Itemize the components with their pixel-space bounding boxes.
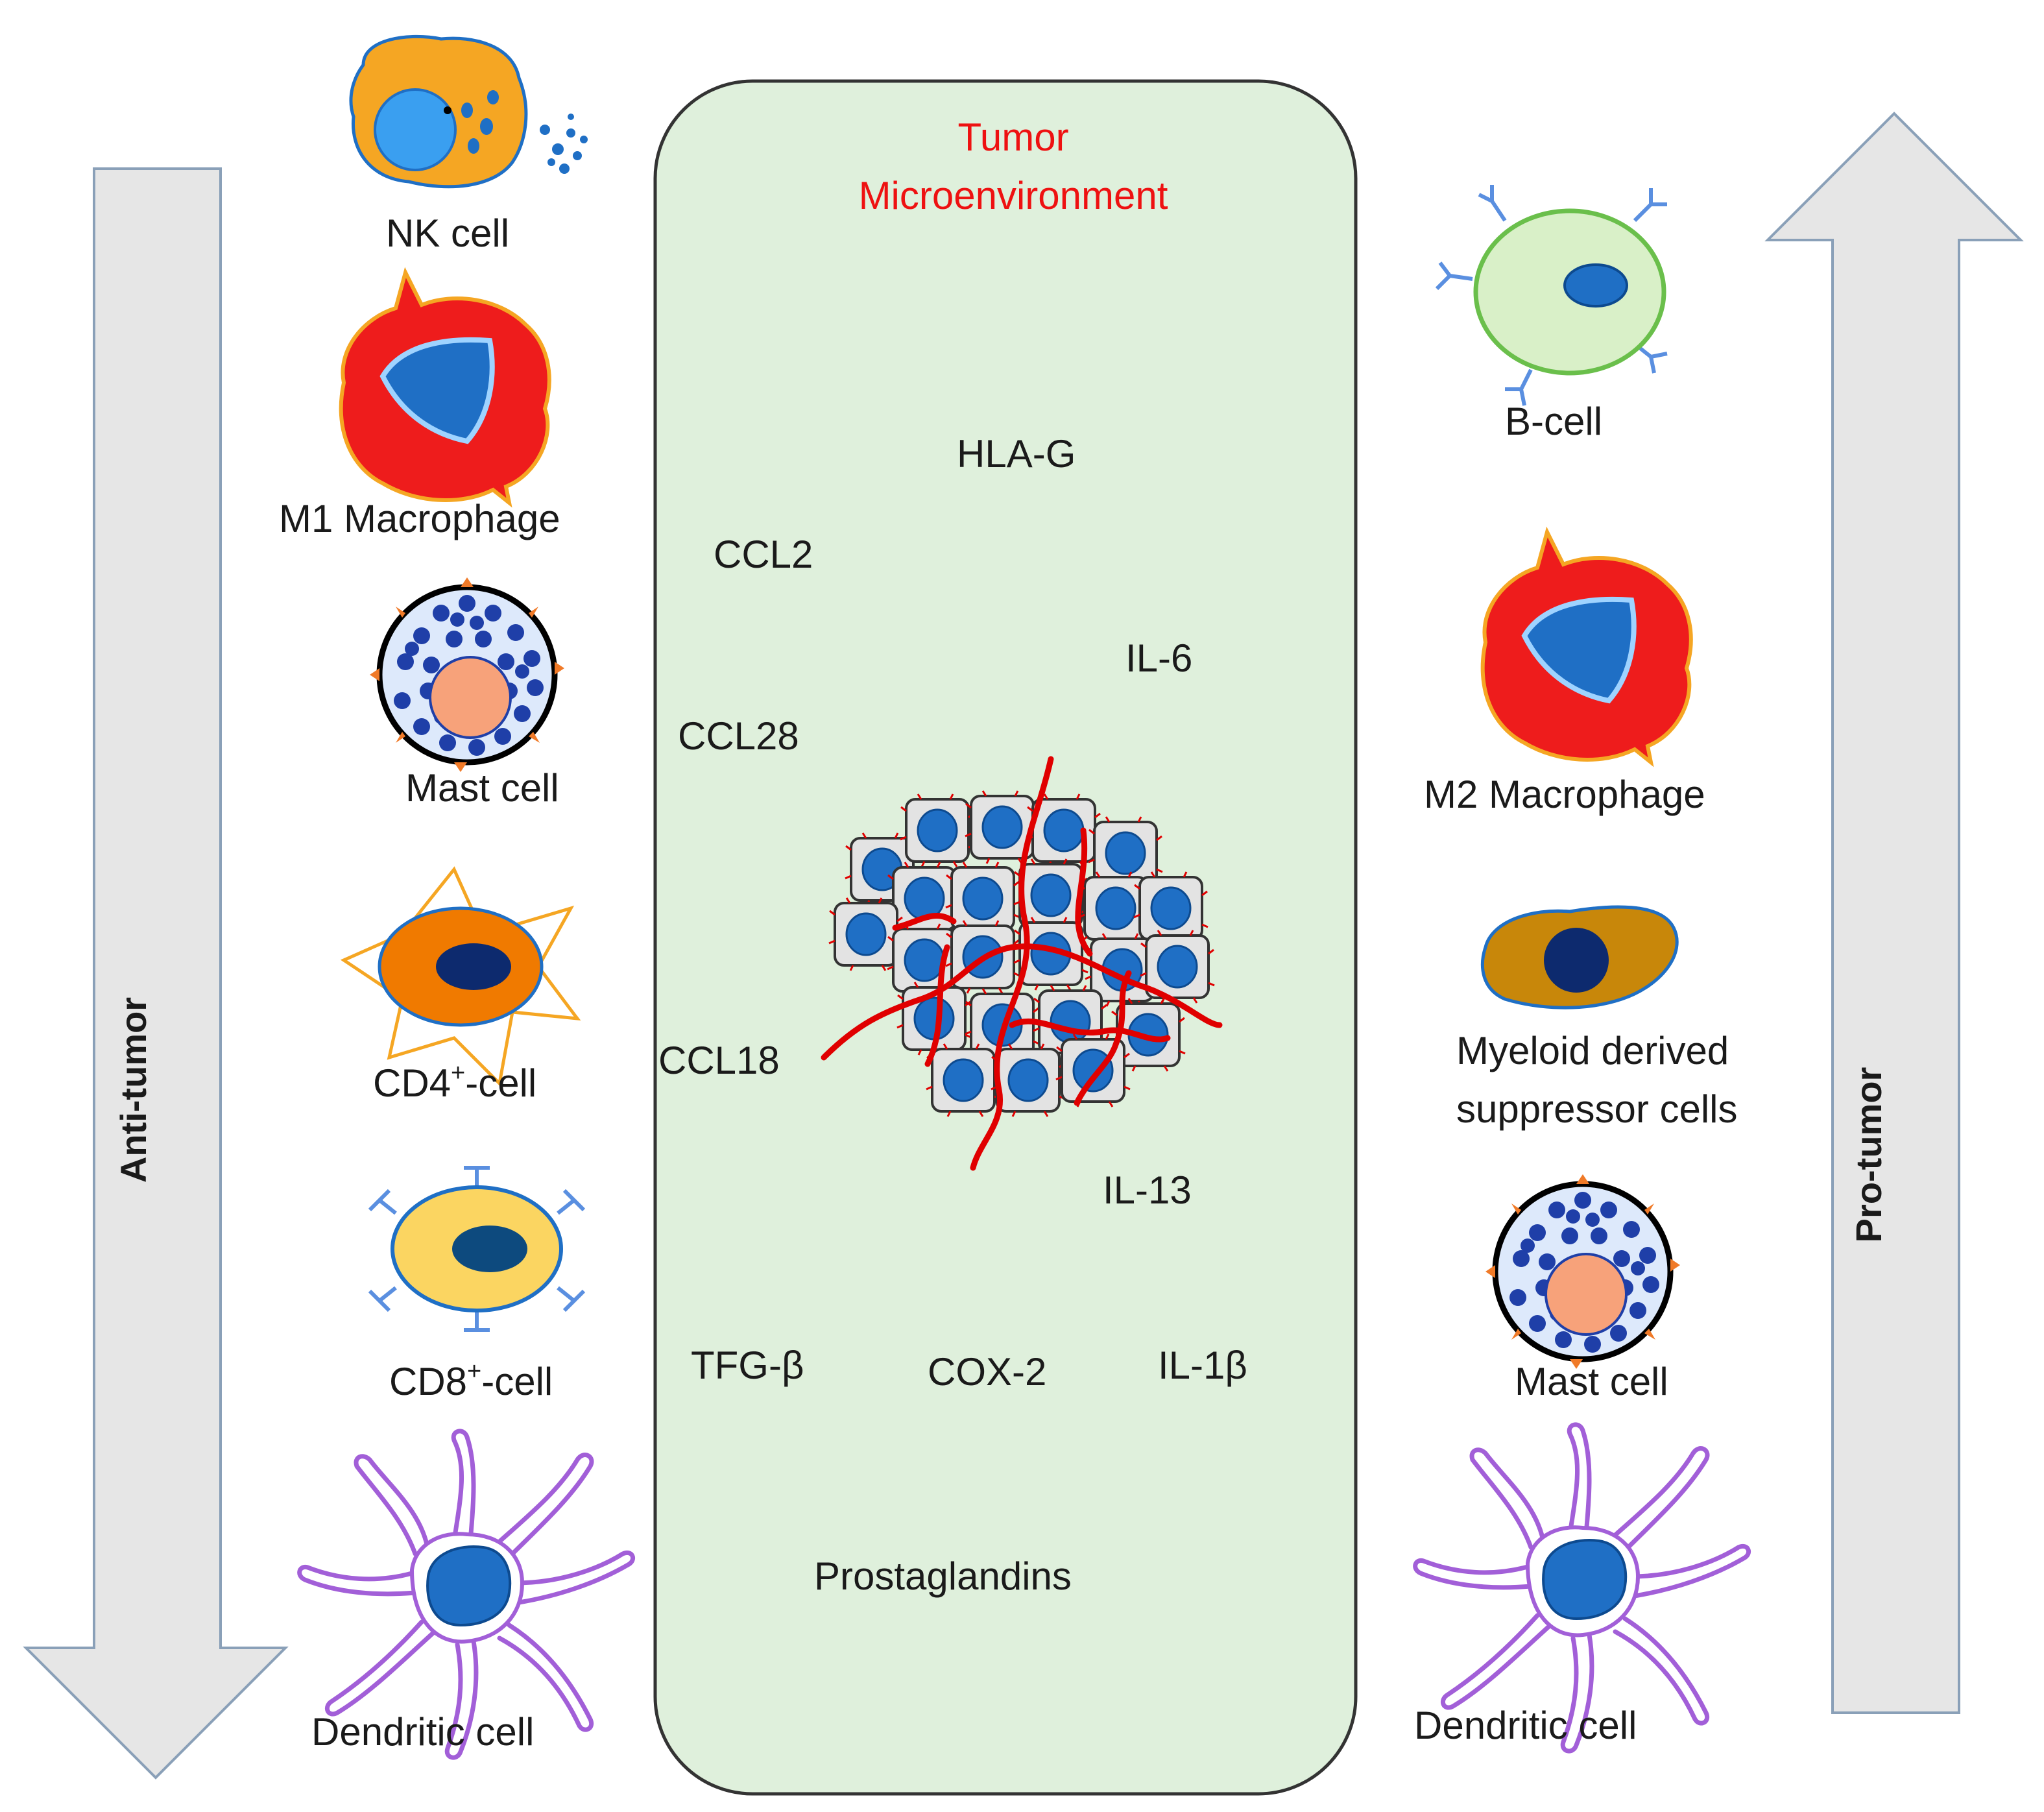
mast-cell-anti-label: Mast cell [405,766,559,810]
m2-macrophage: M2 Macrophage [1424,532,1705,816]
up-arrow-icon [1764,112,2024,1714]
cd4-spikes-icon [340,866,581,1087]
factor-prostaglandins: Prostaglandins [814,1554,1072,1598]
mast-cell-anti: Mast cell [370,577,564,810]
factor-ccl28: CCL28 [678,714,799,758]
cd8-cell-label: CD8+-cell [389,1358,553,1403]
anti-tumor-arrow: Anti-tumor [23,167,289,1780]
dendritic-cell-pro-label: Dendritic cell [1414,1704,1637,1747]
factor-il13: IL-13 [1103,1168,1192,1212]
cd4-cell-label: CD4+-cell [373,1059,536,1105]
factor-cox2: COX-2 [928,1350,1046,1394]
factor-il6: IL-6 [1125,636,1192,680]
cd8-cell: CD8+-cell [368,1166,586,1403]
mast-cell-pro-label: Mast cell [1515,1360,1668,1403]
mast-cell-icon [1485,1174,1680,1369]
dendritic-cell-anti: Dendritic cell [300,1431,633,1758]
cd8-nucleus [452,1226,527,1272]
anti-tumor-label: Anti-tumor [113,997,154,1183]
nk-cell-label: NK cell [386,211,509,255]
dendritic-cell-anti-label: Dendritic cell [311,1710,534,1754]
pro-tumor-arrow: Pro-tumor [1764,112,2024,1714]
nk-cell-nucleus [374,88,457,171]
nk-cell: NK cell [349,34,588,255]
mdsc-label-line2: suppressor cells [1456,1087,1738,1131]
m1-macrophage: M1 Macrophage [279,272,560,540]
tumor-mass [821,756,1223,1171]
b-cell-label: B-cell [1505,400,1602,443]
factor-hla-g: HLA-G [957,432,1076,476]
down-arrow-icon [23,167,289,1780]
tumor-microenvironment-box: Tumor Microenvironment HLA-G CCL2 IL-6 C… [653,79,1358,1796]
factor-ccl2: CCL2 [714,533,813,576]
pro-tumor-label: Pro-tumor [1848,1067,1889,1243]
mdsc-cell: Myeloid derived suppressor cells [1456,905,1738,1131]
cd4-cell: CD4+-cell [340,866,581,1105]
antibody-icon [1435,185,1668,406]
factor-tfg-beta: TFG-β [691,1344,804,1387]
dendritic-cell-icon [1415,1425,1749,1751]
factor-il1b: IL-1β [1158,1344,1247,1387]
m1-macrophage-label: M1 Macrophage [279,497,560,540]
mdsc-label-line1: Myeloid derived [1456,1029,1729,1072]
mdsc-nucleus [1544,928,1609,993]
factor-ccl18: CCL18 [658,1039,780,1082]
mast-cell-pro: Mast cell [1485,1174,1680,1403]
dendritic-cell-icon [300,1431,633,1758]
mast-cell-icon [370,577,564,772]
m2-macrophage-label: M2 Macrophage [1424,773,1705,816]
macrophage-icon [1483,532,1691,762]
tme-title-line1: Tumor [957,115,1068,159]
dendritic-cell-pro: Dendritic cell [1414,1425,1749,1751]
receptor-icon [368,1166,586,1332]
tme-title-line2: Microenvironment [859,174,1168,217]
granule-icon [461,90,588,174]
cd4-nucleus [436,943,511,990]
macrophage-icon [341,272,549,503]
b-cell: B-cell [1435,185,1668,443]
b-cell-nucleus [1563,263,1628,308]
